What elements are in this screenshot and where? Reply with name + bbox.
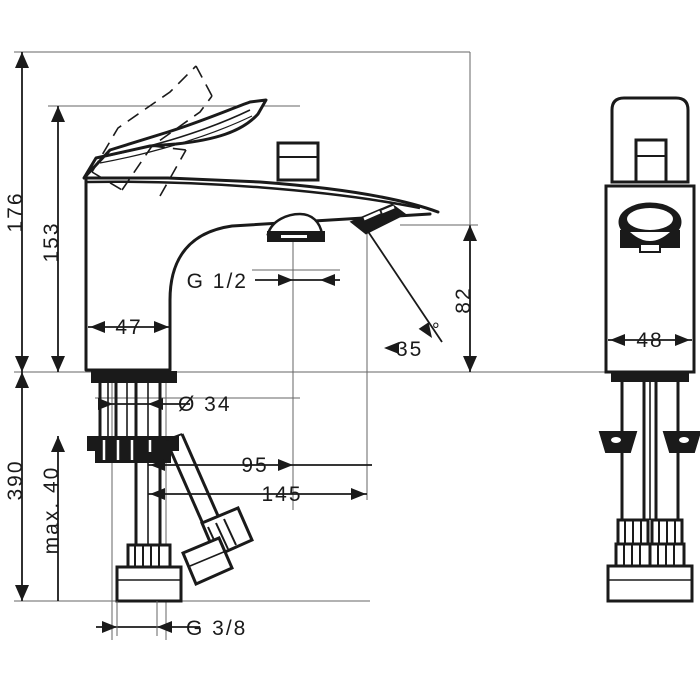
diverter-knob <box>276 141 320 182</box>
dimension-max40-label: max. 40 <box>40 466 63 555</box>
dimension-hose-145: 145 <box>148 483 367 506</box>
spout-outlet <box>349 203 407 235</box>
dimension-thread-g38: G 3/8 <box>96 601 247 640</box>
dimension-angle-35: 35 ° <box>366 229 443 361</box>
dimension-82-label: 82 <box>452 286 475 313</box>
dimension-diameter-34-label: Ø 34 <box>178 393 232 416</box>
front-view-body <box>604 96 696 374</box>
dimension-thread-g12: G 1/2 <box>187 270 340 293</box>
dimension-hose-95: 95 <box>148 454 372 477</box>
dimension-48-label: 48 <box>636 329 663 352</box>
side-view-body <box>84 176 440 372</box>
flexible-hose <box>164 433 254 586</box>
dimension-g38-label: G 3/8 <box>186 617 247 640</box>
dimension-390-label: 390 <box>4 459 27 500</box>
dimension-total-390: 390 <box>4 372 29 601</box>
deck-cap <box>266 212 325 242</box>
dimension-projection-47: 47 <box>88 316 170 339</box>
dimension-reach-82: 82 <box>400 224 478 372</box>
dimension-153-label: 153 <box>40 221 63 262</box>
lever-handle <box>82 98 268 180</box>
dimension-width-48: 48 <box>608 329 692 352</box>
dimension-47-label: 47 <box>115 316 142 339</box>
dimension-35-degree-symbol: ° <box>432 320 441 341</box>
dimension-max-40: max. 40 <box>40 436 65 601</box>
dimension-height-spout: 153 <box>40 106 65 372</box>
lever-front-glyph <box>618 202 682 253</box>
spout-profile <box>85 180 421 210</box>
dimension-height-total: 176 <box>4 52 29 372</box>
side-view-shank <box>87 371 183 603</box>
dimension-176-label: 176 <box>4 191 27 232</box>
dimension-95-label: 95 <box>241 454 268 477</box>
dimension-g12-label: G 1/2 <box>187 270 248 293</box>
front-view-shank <box>598 371 700 603</box>
dimension-145-label: 145 <box>261 483 302 506</box>
dimension-shank-diameter: Ø 34 <box>98 393 232 416</box>
dimension-35-label: 35 <box>396 338 423 361</box>
lever-swing-ghost <box>91 65 213 197</box>
